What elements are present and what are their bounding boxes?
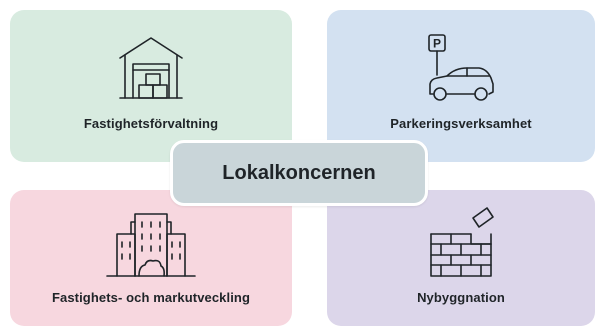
quadrant-label: Fastighetsförvaltning — [83, 116, 219, 131]
center-title: Lokalkoncernen — [222, 161, 376, 184]
quadrant-label: Parkeringsverksamhet — [390, 116, 532, 131]
quadrant-fastighets-och-markutveckling: Fastighets- och markutveckling — [10, 190, 292, 326]
quadrant-fastighetsforvaltning: Fastighetsförvaltning — [10, 10, 292, 162]
parking-sign-letter: P — [433, 37, 441, 51]
brick-wall-icon — [427, 202, 495, 280]
buildings-icon — [105, 204, 197, 280]
center-node: Lokalkoncernen — [170, 140, 428, 206]
warehouse-icon — [116, 32, 186, 102]
quadrant-label: Nybyggnation — [417, 290, 505, 305]
parking-car-icon: P — [425, 32, 497, 104]
quadrant-label: Fastighets- och markutveckling — [51, 290, 251, 305]
quadrant-nybyggnation: Nybyggnation — [327, 190, 595, 326]
quadrant-parkeringsverksamhet: P Parkeringsverksamhet — [327, 10, 595, 162]
